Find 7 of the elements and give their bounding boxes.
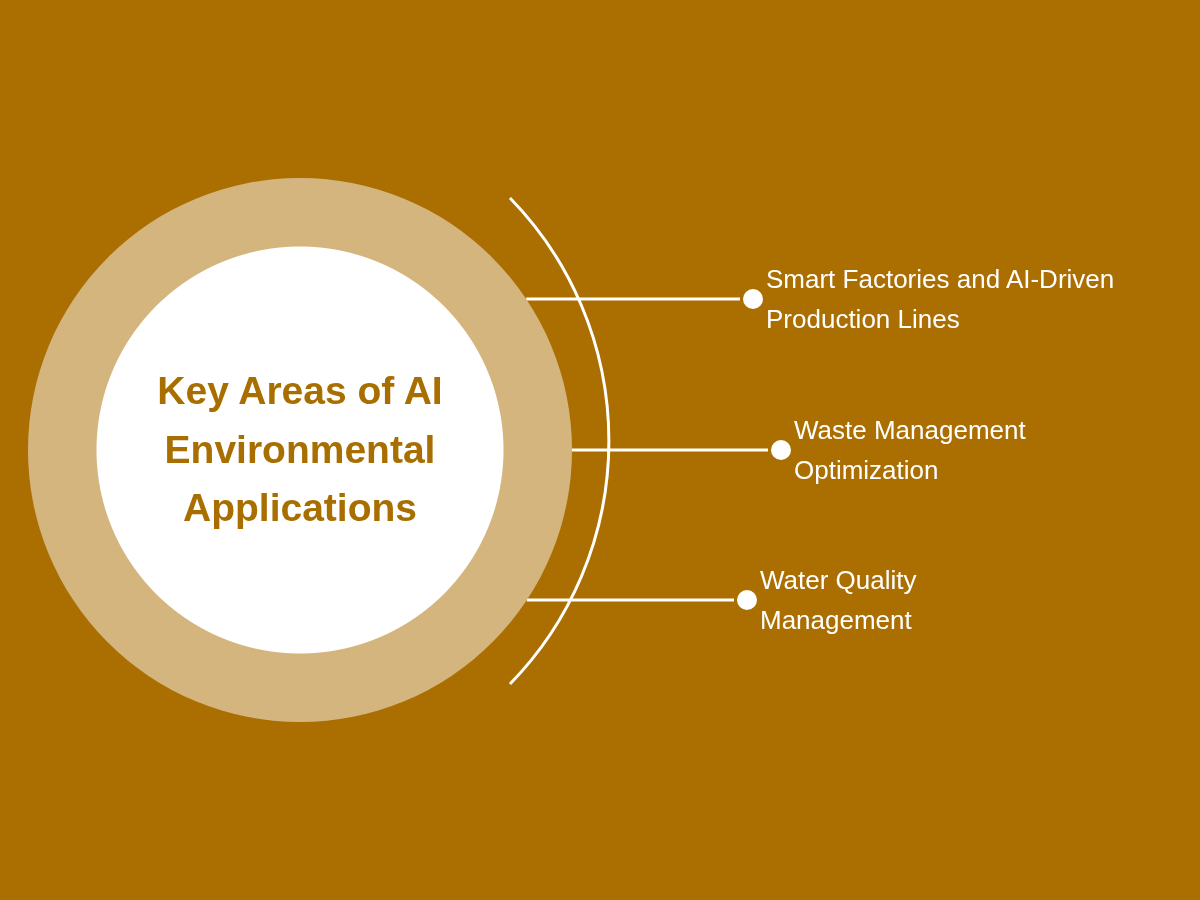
center-circle: Key Areas of AI Environmental Applications <box>28 178 572 722</box>
topic-label: Waste Management Optimization <box>768 410 1108 490</box>
connector-line <box>526 289 763 309</box>
topic-label: Water Quality Management <box>734 560 1074 640</box>
topic-label: Smart Factories and AI-Driven Production Lines <box>740 259 1120 339</box>
connector-line <box>526 590 757 610</box>
connector-line <box>572 440 791 460</box>
